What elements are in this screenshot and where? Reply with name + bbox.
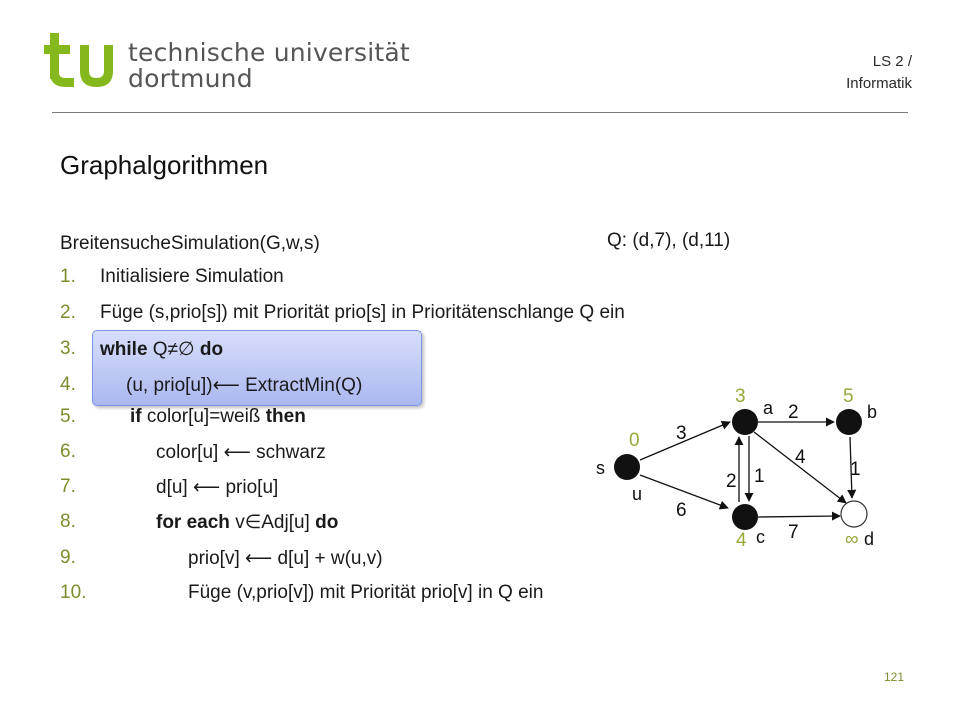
weight-s-c: 6 [676, 500, 687, 521]
line-number: 8. [60, 511, 76, 532]
line-text: Füge (v,prio[v]) mit Priorität prio[v] i… [188, 582, 544, 603]
chair-line2: Informatik [846, 75, 912, 92]
node-label-c: c [756, 527, 765, 547]
line-mid: Q≠∅ [147, 339, 200, 360]
line-number: 10. [60, 582, 87, 603]
weight-b-d: 1 [850, 459, 861, 480]
edge-a-d [753, 431, 847, 504]
keyword: while [100, 339, 148, 360]
line-number: 6. [60, 441, 76, 462]
line-text: for each v∈Adj[u] do [156, 511, 338, 534]
weight-s-a: 3 [676, 423, 687, 444]
node-label-s: s [596, 458, 605, 478]
keyword: if [130, 406, 142, 427]
logo-text-line1: technische universität [128, 38, 410, 67]
line-mid: color[u]=weiß [141, 406, 266, 427]
line-number: 7. [60, 476, 76, 497]
edge-s-c [639, 474, 729, 510]
header-divider [52, 112, 908, 113]
chair-line1: LS 2 / [872, 53, 912, 70]
line-number: 5. [60, 406, 76, 427]
line-number: 9. [60, 547, 76, 568]
queue-state: Q: (d,7), (d,11) [607, 230, 731, 251]
node-c [732, 504, 758, 530]
weight-c-a: 2 [726, 471, 737, 492]
node-b [836, 409, 862, 435]
line-text: prio[v] ⟵ d[u] + w(u,v) [188, 548, 383, 569]
node-d [840, 500, 868, 528]
line-text: while Q≠∅ do [100, 338, 223, 361]
prio-c: 4 [736, 530, 747, 551]
slide-title: Graphalgorithmen [60, 150, 269, 180]
node-s [614, 454, 640, 480]
line-text: color[u] ⟵ schwarz [156, 442, 326, 463]
weight-a-b: 2 [788, 402, 799, 423]
edge-c-d [757, 511, 841, 521]
graph-diagram: s u a b c d 0 3 5 4 ∞ 3 6 2 4 1 2 1 7 [596, 386, 877, 551]
keyword: do [199, 339, 224, 360]
keyword: for each [156, 512, 230, 533]
line-text: Initialisiere Simulation [100, 266, 284, 287]
prio-s: 0 [629, 430, 640, 451]
line-text: Füge (s,prio[s]) mit Priorität prio[s] i… [100, 302, 625, 323]
line-mid: v∈Adj[u] [229, 512, 316, 533]
line-text: d[u] ⟵ prio[u] [156, 477, 279, 498]
node-role-u: u [632, 484, 642, 504]
tu-logo-icon [44, 33, 113, 87]
line-number: 1. [60, 266, 76, 287]
prio-b: 5 [843, 386, 854, 407]
keyword: do [315, 512, 339, 533]
node-label-b: b [867, 402, 877, 422]
chair-label: LS 2 / Informatik [846, 51, 912, 95]
node-label-a: a [763, 398, 774, 418]
weight-a-d: 4 [795, 447, 806, 468]
weight-a-c: 1 [754, 466, 765, 487]
node-label-d: d [864, 529, 874, 549]
edge-b-d [847, 436, 857, 499]
page-number: 121 [883, 670, 904, 684]
edge-s-a [639, 420, 731, 461]
prio-a: 3 [735, 386, 746, 407]
keyword: then [265, 406, 306, 427]
weight-c-d: 7 [788, 522, 799, 543]
line-text: if color[u]=weiß then [130, 406, 306, 428]
prio-d: ∞ [845, 529, 859, 550]
logo-text-line2: dortmund [128, 64, 253, 93]
node-a [732, 409, 758, 435]
line-number: 3. [60, 338, 76, 359]
line-number: 4. [60, 374, 76, 395]
highlight-box [92, 330, 422, 406]
line-number: 2. [60, 302, 76, 323]
procedure-name: BreitensucheSimulation(G,w,s) [60, 233, 320, 254]
line-text: (u, prio[u])⟵ ExtractMin(Q) [126, 375, 363, 396]
